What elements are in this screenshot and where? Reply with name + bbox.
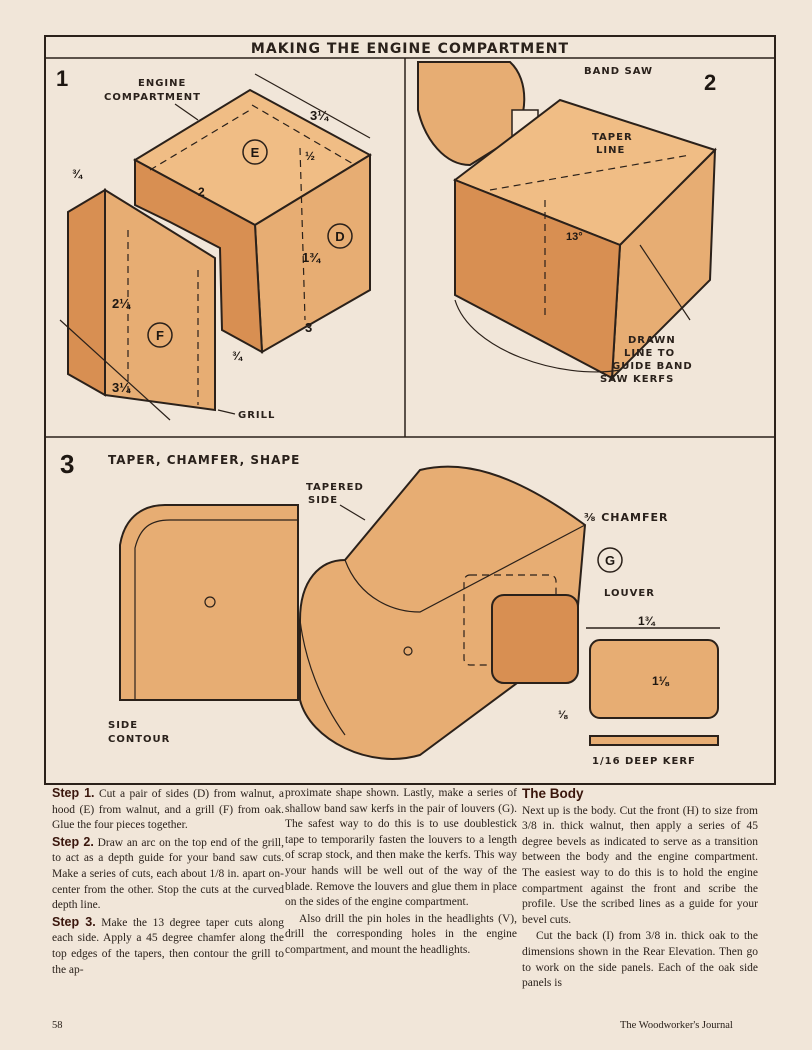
part-f-marker: [147, 322, 173, 348]
louver-width-dim: 1¾: [638, 614, 656, 628]
step-3-text: Make the 13 degree taper cuts along each…: [52, 916, 284, 976]
grill-label: GRILL: [238, 410, 275, 421]
part-e-marker: [242, 139, 268, 165]
step-2-text: Draw an arc on the top end of the grill,…: [52, 836, 284, 912]
tapered-label: TAPERED: [306, 482, 364, 493]
panel-2-number: 2: [704, 70, 716, 95]
part-d-label: D: [335, 229, 344, 244]
col2-paragraph-2: Also drill the pin holes in the headligh…: [285, 912, 517, 956]
part-g-marker: [597, 547, 623, 573]
louver-thickness-dim: ⅛: [558, 709, 568, 721]
dim-hood-thickness: ½: [305, 149, 315, 163]
compartment-label: COMPARTMENT: [104, 92, 201, 103]
dim-side-thickness: ¾: [232, 349, 243, 363]
col2-paragraph-1: proximate shape shown. Lastly, make a se…: [285, 787, 517, 909]
panel-3: 3 TAPER, CHAMFER, SHAPE SIDE CONTOUR G T…: [60, 449, 720, 767]
part-f-label: F: [156, 328, 164, 343]
side-label: SIDE: [108, 720, 138, 731]
step-1-text: Cut a pair of sides (D) from walnut, a h…: [52, 788, 284, 832]
figure-frame: [44, 35, 776, 785]
dim-opening-width: 2: [198, 185, 205, 199]
article-column-1: Step 1. Cut a pair of sides (D) from wal…: [52, 786, 284, 979]
step-3-heading: Step 3.: [52, 914, 96, 929]
col3-paragraph-2: Cut the back (I) from 3/8 in. thick oak …: [522, 930, 758, 990]
article-column-2: proximate shape shown. Lastly, make a se…: [285, 786, 517, 960]
engine-compartment-illustration: MAKING THE ENGINE COMPARTMENT 1 E D F EN…: [44, 35, 776, 785]
part-d-marker: [327, 223, 353, 249]
dim-grill-width: 2¼: [112, 296, 131, 311]
side-contour-shape: [119, 504, 299, 701]
panel-3-number: 3: [60, 449, 74, 479]
louver-g: [491, 594, 579, 684]
drawn-arc: [454, 299, 621, 373]
dim-height: 1¾: [302, 250, 321, 265]
journal-name: The Woodworker's Journal: [620, 1020, 733, 1031]
tapered-side-label: SIDE: [308, 495, 338, 506]
step-2-heading: Step 2.: [52, 834, 94, 849]
page-number: 58: [52, 1020, 63, 1031]
line-label: LINE: [596, 145, 625, 156]
dim-grill-height: 3¼: [112, 380, 131, 395]
louver-label: LOUVER: [604, 588, 655, 599]
drawn-label-3: GUIDE BAND: [612, 361, 693, 372]
louver-kerf-detail: [589, 735, 719, 746]
front-face: [134, 158, 264, 354]
kerf-label: 1/16 DEEP KERF: [592, 756, 696, 767]
body-section-heading: The Body: [522, 786, 584, 801]
panel-3-title: TAPER, CHAMFER, SHAPE: [108, 453, 300, 467]
step-1-heading: Step 1.: [52, 786, 95, 800]
dim-top-length: 3¼: [310, 108, 329, 123]
contour-label: CONTOUR: [108, 734, 170, 745]
drawn-label-4: SAW KERFS: [600, 374, 674, 385]
shaped-engine: [299, 465, 587, 760]
part-e-label: E: [251, 145, 260, 160]
block-front-face: [454, 178, 622, 380]
grill-edge: [67, 188, 106, 397]
part-g-label: G: [605, 553, 615, 568]
angle-label: 13°: [566, 231, 583, 243]
band-saw-label: BAND SAW: [584, 66, 653, 77]
chamfer-label: ⅜ CHAMFER: [584, 511, 668, 524]
col3-paragraph-1: Next up is the body. Cut the front (H) t…: [522, 804, 758, 926]
figure-title: MAKING THE ENGINE COMPARTMENT: [251, 41, 569, 57]
drawn-label-1: DRAWN: [628, 335, 676, 346]
dim-depth: 3: [305, 320, 312, 335]
taper-label: TAPER: [592, 132, 633, 143]
panel-1: 1 E D F ENGINE COMPARTMENT GRILL 3¼ ½ 2 …: [56, 66, 373, 421]
panel-1-number: 1: [56, 66, 68, 91]
drawn-label-2: LINE TO: [624, 348, 675, 359]
grill-face: [104, 188, 216, 412]
engine-label: ENGINE: [138, 78, 186, 89]
dim-grill-thickness: ¾: [72, 167, 83, 181]
louver-height-dim: 1⅛: [652, 674, 670, 688]
article-column-3: The Body Next up is the body. Cut the fr…: [522, 786, 758, 993]
panel-2: 2 BAND SAW TAPER LINE 13° DRAWN LINE TO …: [417, 61, 717, 385]
louver-detail: [589, 639, 719, 719]
